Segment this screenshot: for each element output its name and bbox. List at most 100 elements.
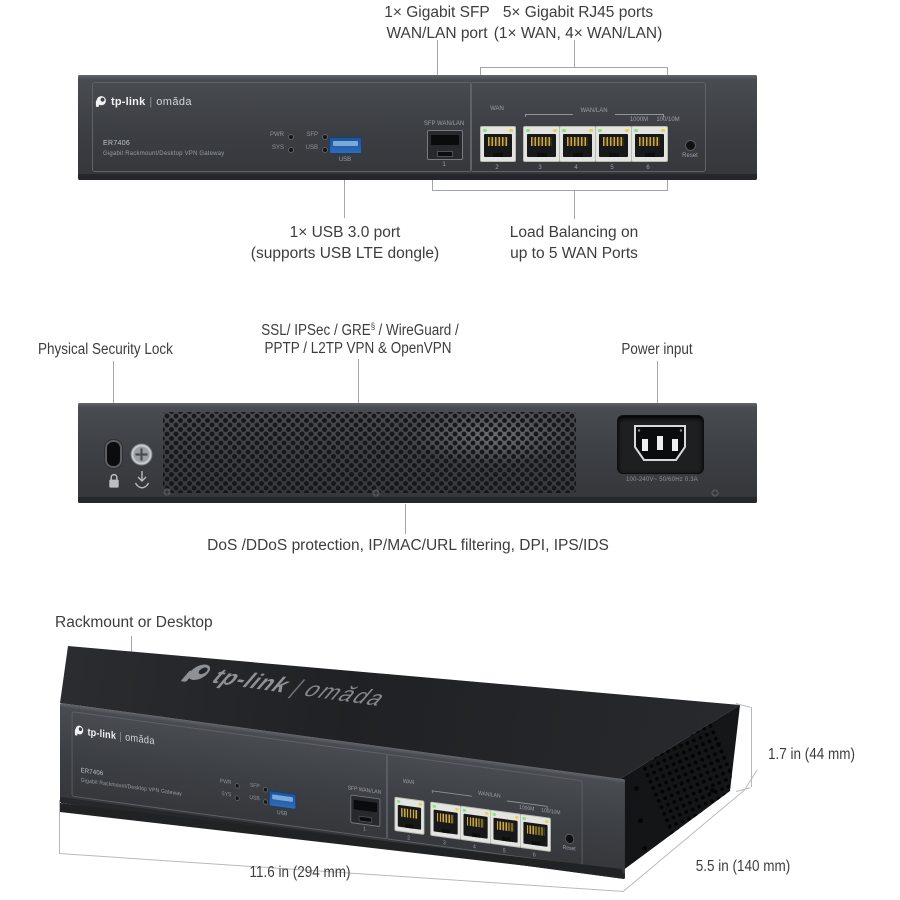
perspective-device-front: tp-link | omăda ER7406 Gigabit Rackmount…	[60, 703, 625, 880]
port-led-100m	[545, 819, 549, 824]
rj45-latch	[441, 828, 450, 834]
sfp-port-label: SFP WAN/LAN	[423, 121, 465, 127]
rj45-pins	[603, 137, 624, 146]
dimension-label-width: 11.6 in (294 mm)	[242, 862, 358, 883]
rear-view-device: 100-240V~ 50/60Hz 0.3A	[78, 403, 757, 503]
sfp-port-number: 1	[363, 826, 366, 833]
callout-ddos-protection: DoS /DDoS protection, IP/MAC/URL filteri…	[207, 535, 609, 556]
sfp-slot	[431, 135, 459, 145]
perspective-label: Rackmount or Desktop	[55, 612, 213, 633]
rj45-latch	[405, 823, 414, 829]
padlock-icon	[109, 473, 119, 488]
rj45-cavity	[493, 817, 518, 843]
callout-text: WAN/LAN port	[386, 25, 488, 42]
callout-bracket-end	[667, 179, 668, 190]
callout-bracket-rj45	[480, 67, 668, 68]
rj45-cavity	[563, 134, 592, 157]
grounding-screw	[130, 443, 153, 466]
kensington-lock-slot	[107, 442, 120, 466]
tplink-omada-logo: tp-link | omăda	[94, 95, 192, 108]
callout-line-rj45-stem	[574, 40, 575, 67]
led-label-sfp: SFP	[306, 132, 318, 138]
logo-divider: |	[149, 95, 153, 108]
callout-usb-port: 1× USB 3.0 port (supports USB LTE dongle…	[251, 222, 439, 264]
sfp-port	[427, 130, 463, 160]
wanlan-rule-left	[525, 114, 573, 115]
speed-led-label-100m: 100/10M	[656, 117, 680, 123]
c14-connector	[634, 425, 686, 461]
tplink-omada-logo: tp-link | omăda	[73, 724, 155, 747]
port-led-100m	[418, 802, 422, 807]
port-led-1000m	[432, 804, 437, 808]
port-number: 2	[495, 165, 499, 171]
dimension-line-height	[751, 707, 752, 787]
tplink-wordmark: tp-link	[206, 664, 298, 697]
rj45-port-6	[520, 813, 551, 853]
screw	[711, 489, 719, 497]
model-subtitle: Gigabit Rackmount/Desktop VPN Gateway	[103, 151, 225, 157]
dimension-text: 5.5 in (140 mm)	[695, 858, 791, 875]
wanlan-rule-right	[615, 114, 663, 115]
rj45-pins	[496, 820, 515, 832]
port-led-100m	[485, 811, 489, 816]
rj45-latch	[608, 153, 619, 157]
reset-button	[685, 140, 696, 151]
rj45-cavity	[463, 813, 488, 839]
ventilation-grille	[163, 412, 576, 493]
callout-text: SSL/ IPSec / GRE	[261, 322, 371, 340]
rj45-pins	[531, 137, 552, 146]
dimension-text: 1.7 in (44 mm)	[768, 746, 855, 763]
callout-line-usb	[344, 171, 345, 218]
callout-bracket-end	[667, 67, 668, 78]
pwr-led	[234, 782, 240, 790]
callout-security-lock: Physical Security Lock	[38, 339, 193, 360]
callout-text: PPTP / L2TP VPN & OpenVPN	[264, 340, 452, 357]
rj45-cavity	[433, 809, 458, 835]
tplink-logo-icon	[95, 96, 106, 107]
usb-port-label: USB	[338, 157, 352, 163]
led-label-pwr: PWR	[270, 132, 284, 138]
dimension-label-depth: 5.5 in (140 mm)	[689, 856, 798, 877]
side-screw-hole	[634, 786, 639, 791]
wanlan-rule-tick	[431, 790, 433, 794]
port-number: 4	[472, 844, 476, 851]
rj45-port-3	[430, 801, 462, 840]
sfp-latch	[358, 815, 372, 824]
port-number: 5	[610, 165, 614, 171]
callout-text: 1× USB 3.0 port	[289, 224, 401, 241]
omada-wordmark: omăda	[156, 95, 192, 108]
power-rating-label: 100-240V~ 50/60Hz 0.3A	[626, 477, 698, 483]
port-led-1000m	[396, 799, 401, 804]
rj45-pins	[436, 812, 455, 824]
reset-label: Reset	[682, 153, 698, 159]
usb-tongue	[272, 794, 293, 802]
front-panel: tp-link | omăda ER7406 Gigabit Rackmount…	[60, 703, 625, 879]
omada-wordmark: omăda	[297, 677, 395, 711]
sfp-latch	[437, 151, 453, 157]
front-panel: tp-link | omăda ER7406 Gigabit Rackmount…	[78, 75, 757, 180]
rj45-port-3	[523, 126, 560, 162]
dimension-extension	[59, 800, 60, 854]
sfp-led	[263, 786, 268, 793]
rj45-cavity	[599, 134, 628, 157]
rj45-latch	[501, 836, 510, 842]
wanlan-rule-tick	[525, 114, 526, 117]
rj45-pins	[526, 825, 545, 836]
side-screw-hole	[710, 788, 715, 793]
rj45-latch	[493, 153, 503, 157]
rj45-cavity	[397, 804, 422, 830]
screw	[163, 488, 171, 496]
callout-text: Physical Security Lock	[38, 341, 173, 358]
rj45-pins	[401, 808, 418, 819]
dimension-text: 11.6 in (294 mm)	[249, 864, 351, 881]
tplink-wordmark: tp-link	[111, 95, 146, 108]
rj45-latch	[471, 832, 480, 838]
rj45-pins	[567, 137, 588, 146]
callout-text: (1× WAN, 4× WAN/LAN)	[493, 25, 663, 42]
callout-line-lock	[113, 361, 114, 441]
rj45-port-2	[394, 796, 425, 835]
reset-button	[565, 833, 575, 845]
rj45-latch	[572, 153, 583, 157]
ground-symbol-icon	[134, 471, 150, 489]
